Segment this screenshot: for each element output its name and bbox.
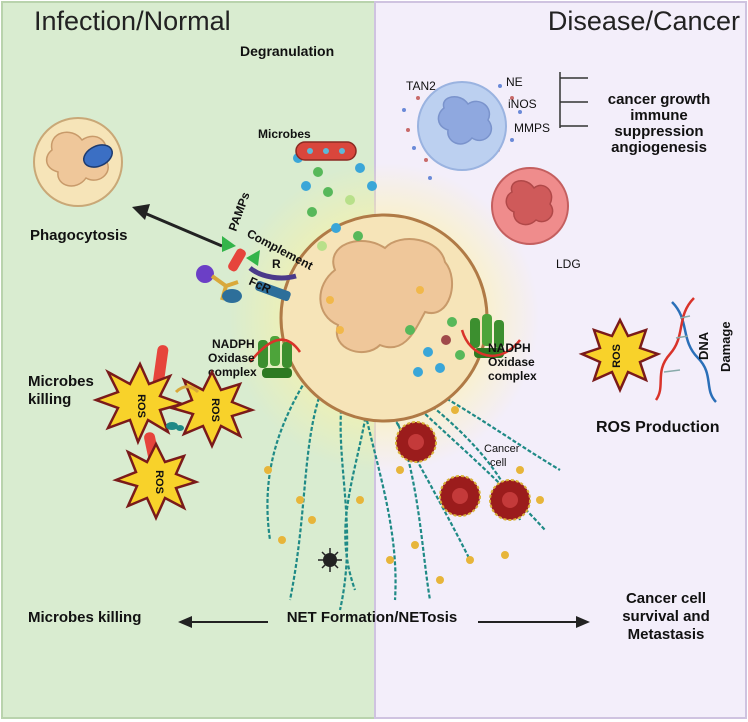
net-formation-label: NET Formation/NETosis	[287, 609, 458, 626]
microbe-fragments	[166, 385, 200, 431]
cancer-cell-label-1: Cancer	[484, 443, 520, 455]
left-panel-title: Infection/Normal	[34, 6, 231, 36]
ne-label: NE	[506, 75, 523, 89]
virus-icon	[318, 548, 342, 572]
ros-label-1: ROS	[135, 394, 147, 418]
cancer-growth-label: cancer growth	[608, 91, 711, 108]
dna-label: DNA	[696, 331, 711, 360]
mmps-label: MMPS	[514, 121, 550, 135]
ros-production-burst	[578, 317, 662, 394]
microbes-icon	[295, 141, 357, 161]
phagocytosis-arrowhead	[132, 204, 150, 220]
microbes-label: Microbes	[258, 127, 311, 141]
phagocytosis-arrow	[141, 210, 223, 248]
pamps-triangle	[222, 236, 236, 252]
cancer-cells	[395, 421, 531, 521]
degranulation-label: Degranulation	[240, 43, 334, 59]
microbes-killing-bottom-label: Microbes killing	[28, 609, 141, 626]
complement-label-2: R	[272, 257, 281, 271]
ros-burst-1	[92, 361, 187, 446]
inos-label: iNOS	[508, 97, 537, 111]
nadph-right-label-3: complex	[488, 369, 537, 383]
complement-receptor-chain	[248, 265, 297, 281]
ros-label-3: ROS	[153, 470, 165, 494]
neutrophil-nucleus	[319, 238, 454, 354]
ldg-nucleus	[505, 180, 554, 226]
cancer-cell-label-2: cell	[490, 457, 507, 469]
immune-label: immune	[630, 107, 688, 124]
fcr-receptor	[222, 289, 242, 303]
fcr-ligand	[196, 265, 214, 283]
complement-triangle	[246, 250, 260, 266]
tan2-bracket	[559, 72, 588, 128]
nadph-right-label-1: NADPH	[488, 341, 531, 355]
nadph-complex-right	[460, 314, 521, 358]
angiogenesis-label: angiogenesis	[611, 139, 707, 156]
left-bottom-arrowhead	[178, 616, 192, 628]
dna-helix-icon	[654, 297, 717, 403]
survival-label-1: Cancer cell	[626, 590, 706, 607]
nadph-left-label-1: NADPH	[212, 337, 255, 351]
ldg-label: LDG	[556, 257, 581, 271]
phagocytosed-microbe	[83, 144, 113, 168]
ros-production-label: ROS Production	[596, 419, 720, 436]
tan2-label: TAN2	[406, 79, 436, 93]
ros-burst-2	[168, 369, 256, 450]
nadph-left-label-3: complex	[208, 365, 257, 379]
right-panel-title: Disease/Cancer	[548, 6, 740, 36]
nadph-right-label-2: Oxidase	[488, 355, 535, 369]
phagocytosis-label: Phagocytosis	[30, 227, 128, 244]
ros-production-burst-label: ROS	[611, 344, 623, 368]
nadph-complex-left	[249, 336, 302, 378]
right-bottom-arrowhead	[576, 616, 590, 628]
survival-label-3: Metastasis	[628, 626, 705, 643]
nadph-left-label-2: Oxidase	[208, 351, 255, 365]
suppression-label: suppression	[614, 123, 703, 140]
ros-label-2: ROS	[209, 398, 221, 422]
ros-burst-3	[112, 441, 200, 522]
survival-label-2: survival and	[622, 608, 710, 625]
complement-receptor	[228, 248, 246, 272]
microbes-killing-left-label-2: killing	[28, 391, 71, 408]
tan2-nucleus	[437, 96, 493, 145]
microbes-killing-left-label-1: Microbes	[28, 373, 94, 390]
net-dots	[264, 406, 544, 584]
fcr-stem	[255, 280, 291, 302]
damage-label: Damage	[718, 321, 733, 372]
phagocyte-nucleus	[45, 131, 109, 187]
